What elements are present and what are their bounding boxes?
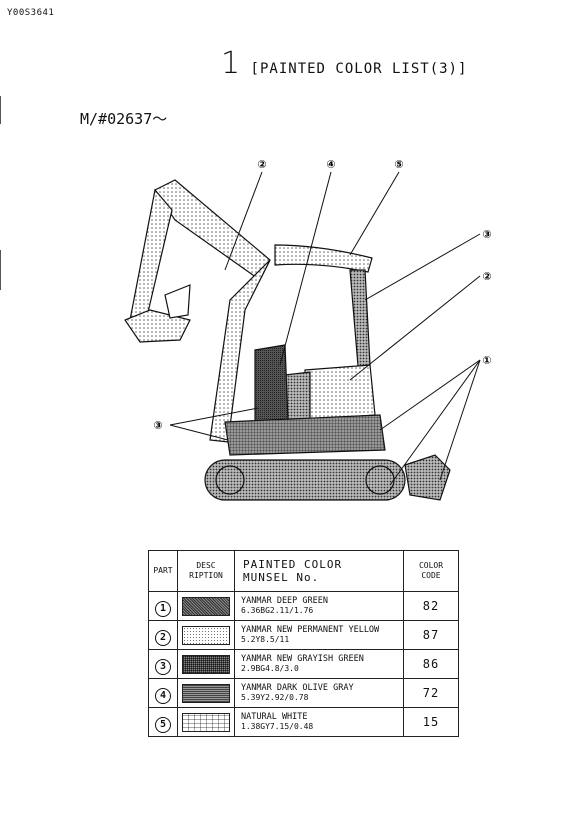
color-name: YANMAR NEW PERMANENT YELLOW xyxy=(241,625,380,635)
excavator-upper-body xyxy=(224,244,386,456)
page-edge-mark xyxy=(0,250,1,290)
title-number: 1 xyxy=(221,46,241,81)
callout-leaders xyxy=(169,171,481,486)
callout-2-right: ② xyxy=(482,270,491,283)
excavator-boom-arm xyxy=(124,179,271,443)
callout-2-top: ② xyxy=(257,158,266,171)
color-code: 82 xyxy=(403,591,459,621)
color-swatch xyxy=(182,684,230,703)
munsel-number: 5.2Y8.5/11 xyxy=(241,635,290,644)
title-text: [PAINTED COLOR LIST(3)] xyxy=(250,61,468,77)
munsel-number: 1.38GY7.15/0.48 xyxy=(241,722,314,731)
munsel-number: 5.39Y2.92/0.78 xyxy=(241,693,309,702)
color-swatch xyxy=(182,626,230,645)
part-number: 3 xyxy=(155,658,171,675)
document-id: Y00S3641 xyxy=(7,8,55,18)
part-number: 5 xyxy=(155,716,171,733)
header-description: DESC RIPTION xyxy=(177,550,235,592)
header-painted-color: PAINTED COLOR MUNSEL No. xyxy=(234,550,404,592)
header-part: PART xyxy=(148,550,178,592)
part-number: 4 xyxy=(155,687,171,704)
painted-color-table: PART DESC RIPTION PAINTED COLOR MUNSEL N… xyxy=(148,550,459,737)
color-swatch xyxy=(182,597,230,616)
part-number: 2 xyxy=(155,629,171,646)
callout-4: ④ xyxy=(326,158,335,171)
color-code: 15 xyxy=(403,707,459,737)
callout-1: ① xyxy=(482,354,491,367)
callout-3-right: ③ xyxy=(482,228,491,241)
page-edge-mark xyxy=(0,96,1,124)
color-swatch xyxy=(182,655,230,674)
munsel-number: 6.36BG2.11/1.76 xyxy=(241,606,314,615)
color-swatch xyxy=(182,713,230,732)
header-color-code: COLOR CODE xyxy=(403,550,459,592)
part-number: 1 xyxy=(155,600,171,617)
callout-5: ⑤ xyxy=(394,158,403,171)
page-title: 1 [PAINTED COLOR LIST(3)] xyxy=(221,46,467,81)
color-name: YANMAR DARK OLIVE GRAY xyxy=(241,683,354,693)
excavator-drawing: ② ④ ⑤ ③ ② ① ③ xyxy=(124,158,492,501)
table-header-row: PART DESC RIPTION PAINTED COLOR MUNSEL N… xyxy=(148,550,459,592)
color-code: 86 xyxy=(403,649,459,679)
color-name: YANMAR DEEP GREEN xyxy=(241,596,328,606)
serial-range: M/#02637～ xyxy=(80,110,168,128)
munsel-number: 2.9BG4.8/3.0 xyxy=(241,664,299,673)
excavator-undercarriage xyxy=(204,454,451,501)
color-name: NATURAL WHITE xyxy=(241,712,308,722)
color-name: YANMAR NEW GRAYISH GREEN xyxy=(241,654,364,664)
callout-3-left: ③ xyxy=(153,419,162,432)
color-code: 72 xyxy=(403,678,459,708)
callout-labels: ② ④ ⑤ ③ ② ① ③ xyxy=(153,158,491,432)
color-code: 87 xyxy=(403,620,459,650)
